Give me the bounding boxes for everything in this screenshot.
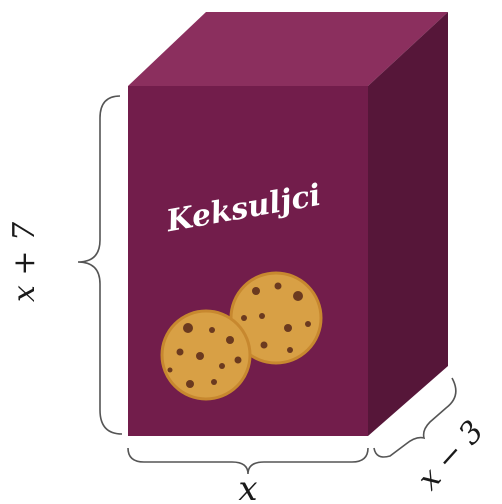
box-front-face: [128, 86, 368, 436]
width-brace: [127, 447, 369, 475]
height-brace: [77, 95, 123, 435]
box-top-face: [128, 12, 448, 86]
cookie-icon: [160, 309, 252, 401]
width-label: x: [238, 469, 257, 504]
depth-brace: [373, 377, 457, 458]
height-label: x + 7: [7, 221, 42, 302]
depth-label: x − 3: [411, 414, 491, 497]
box-side-face: [368, 12, 448, 436]
